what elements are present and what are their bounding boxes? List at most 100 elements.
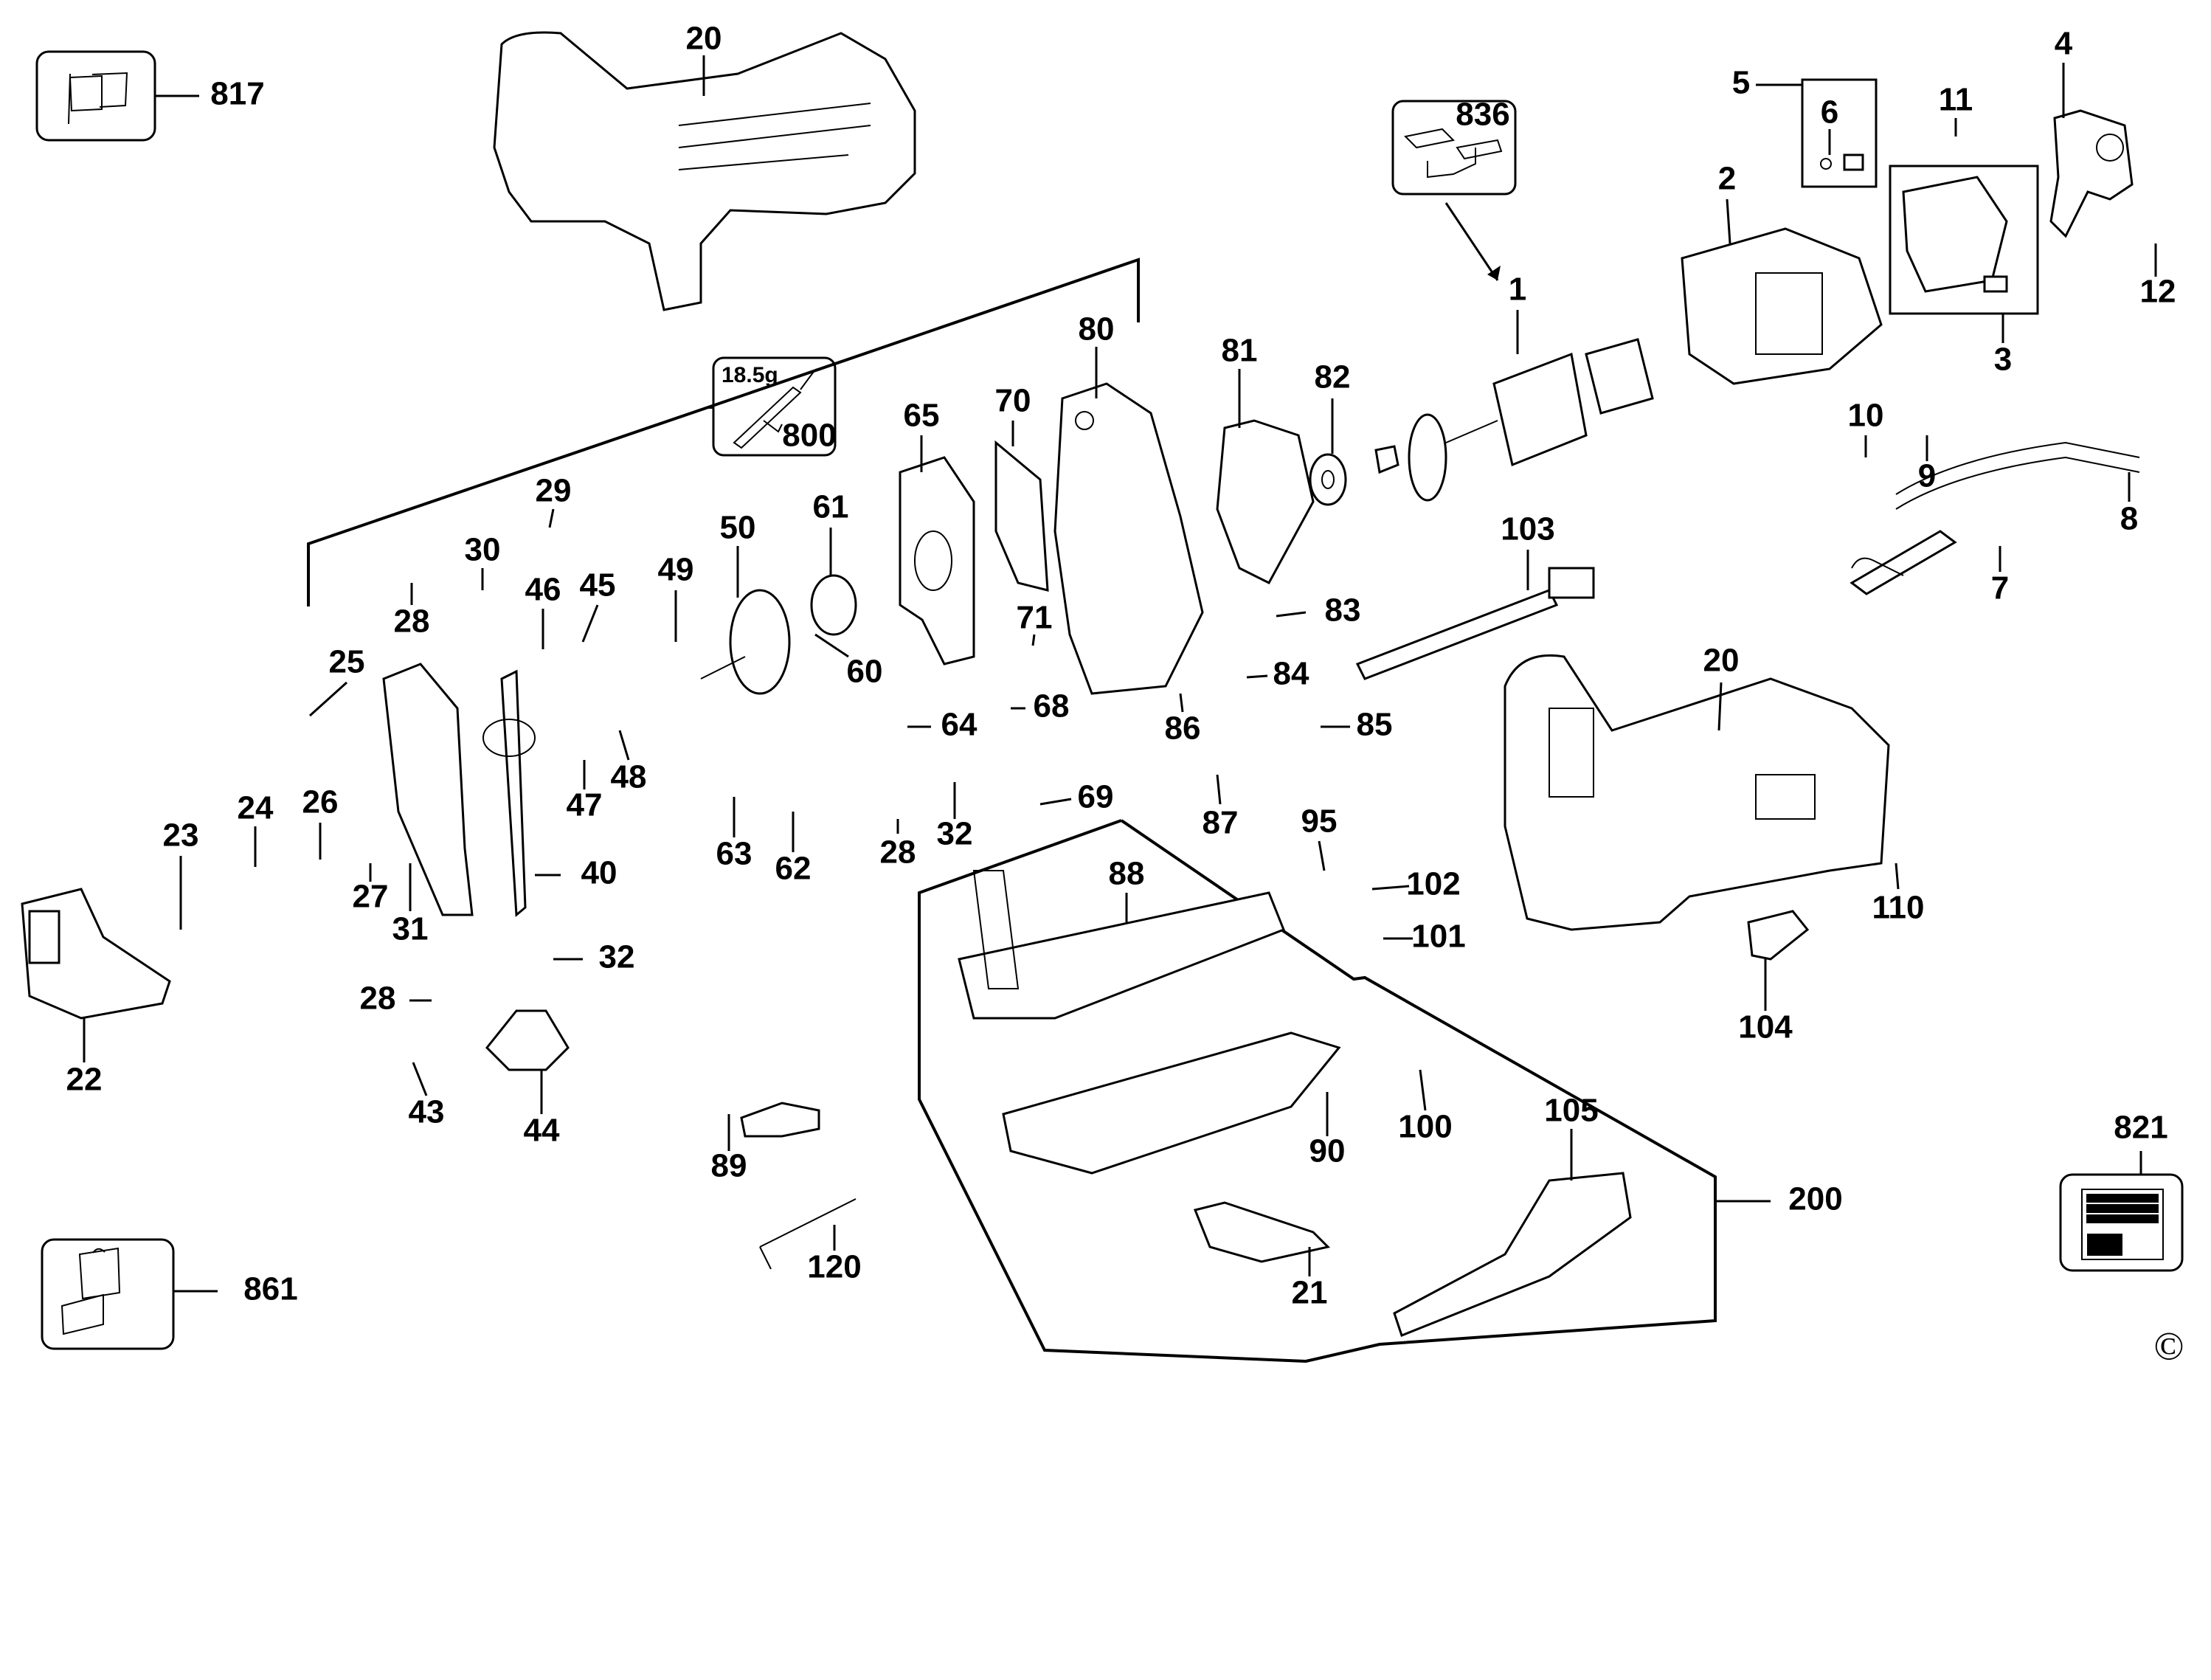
part-label-20: 20 [1703, 643, 1740, 679]
hex-key-part-120 [759, 1198, 857, 1270]
part-label-71: 71 [1017, 600, 1053, 636]
kit-box-817 [35, 50, 199, 142]
part-label-86: 86 [1165, 711, 1201, 747]
part-label-30: 30 [465, 532, 501, 568]
part-label-85: 85 [1357, 707, 1393, 743]
part-label-87: 87 [1203, 805, 1239, 841]
dust-extractor-part-105 [1393, 1172, 1632, 1337]
part-label-43: 43 [409, 1094, 445, 1130]
part-label-82: 82 [1315, 359, 1351, 395]
brush-set-box-part-5 [1801, 78, 1878, 188]
part-label-861: 861 [243, 1271, 297, 1307]
part-label-48: 48 [611, 759, 647, 795]
leader-line-69 [1039, 798, 1072, 806]
leader-line-83 [1276, 611, 1307, 618]
gear-part-50 [700, 589, 791, 695]
part-label-81: 81 [1222, 333, 1258, 369]
leader-line-84 [1246, 674, 1268, 679]
part-label-120: 120 [807, 1249, 861, 1285]
part-label-101: 101 [1411, 919, 1465, 955]
part-label-7: 7 [1991, 570, 2009, 606]
part-label-103: 103 [1501, 511, 1554, 547]
leader-line-110 [1895, 863, 1900, 890]
part-label-4: 4 [2055, 26, 2073, 62]
part-label-817: 817 [210, 76, 264, 112]
part-label-68: 68 [1034, 688, 1070, 725]
leader-line-100 [1419, 1069, 1427, 1111]
part-label-26: 26 [302, 784, 339, 820]
part-label-821: 821 [2114, 1110, 2167, 1146]
part-label-110: 110 [1872, 890, 1925, 926]
fan-baffle-part-81 [1216, 419, 1315, 584]
part-label-23: 23 [163, 817, 199, 854]
part-label-63: 63 [716, 836, 752, 872]
shoe-base-part-90 [1002, 1031, 1341, 1175]
part-label-28: 28 [880, 834, 916, 871]
cord-part-8 [1895, 441, 2140, 510]
field-part-2 [1681, 227, 1883, 385]
gear-assembly-bracket [307, 257, 1140, 606]
part-label-28: 28 [394, 604, 430, 640]
bearing-part-82 [1309, 453, 1347, 506]
part-label-1: 1 [1509, 272, 1526, 308]
part-label-5: 5 [1732, 65, 1750, 101]
plunger-part-40 [482, 669, 536, 918]
kit-box-821 [2059, 1151, 2184, 1272]
lever-part-89 [740, 1102, 820, 1138]
housing-half-left-part-20-top [493, 31, 916, 311]
eccentric-part-61 [810, 574, 857, 636]
part-label-40: 40 [581, 855, 617, 891]
part-label-89: 89 [711, 1148, 747, 1184]
part-label-20: 20 [686, 21, 722, 57]
part-label-50: 50 [720, 510, 756, 546]
blade-holder-part-103 [1355, 567, 1595, 680]
leader-line-45 [581, 604, 599, 643]
brush-holder-part-3 [1889, 165, 2039, 315]
clip-part-21 [1193, 1201, 1330, 1263]
leader-line-2 [1726, 198, 1731, 244]
knob-part-104 [1747, 910, 1810, 961]
leader-line-71 [1031, 634, 1036, 646]
part-label-32: 32 [599, 939, 635, 975]
part-label-69: 69 [1078, 779, 1114, 815]
kit-box-836 [1391, 100, 1517, 281]
part-label-11: 11 [1939, 82, 1973, 118]
leader-line-20 [1717, 682, 1723, 731]
flag-icon [68, 72, 128, 125]
leader-line-25 [308, 681, 348, 717]
part-label-45: 45 [580, 567, 616, 604]
part-label-3: 3 [1994, 342, 2012, 378]
part-label-12: 12 [2140, 274, 2176, 310]
part-label-105: 105 [1544, 1093, 1598, 1129]
leader-line-95 [1318, 840, 1326, 871]
armature-part-1 [1374, 338, 1654, 502]
plunger-guide-part-31 [382, 663, 474, 916]
part-label-31: 31 [392, 911, 429, 947]
part-label-29: 29 [536, 473, 572, 509]
part-label-88: 88 [1109, 856, 1145, 892]
gasket-part-70 [994, 440, 1049, 592]
part-label-836: 836 [1456, 97, 1509, 133]
part-label-44: 44 [524, 1113, 560, 1149]
part-label-60: 60 [847, 654, 883, 690]
part-label-80: 80 [1079, 311, 1115, 348]
part-label-200: 200 [1788, 1181, 1842, 1217]
part-label-6: 6 [1821, 94, 1838, 131]
part-label-24: 24 [238, 790, 274, 826]
part-label-32: 32 [937, 816, 973, 852]
leader-line-48 [618, 730, 630, 761]
housing-half-right-part-20 [1504, 654, 1890, 931]
switch-part-4 [2049, 109, 2134, 238]
part-label-10: 10 [1848, 398, 1884, 434]
base-kit-200-boundary [918, 819, 1771, 1363]
part-label-46: 46 [525, 572, 561, 608]
part-label-800: 800 [782, 418, 836, 454]
part-label-61: 61 [813, 489, 849, 525]
part-label-100: 100 [1398, 1109, 1452, 1145]
part-label-84: 84 [1273, 656, 1309, 692]
gearbox-part-80 [1053, 382, 1204, 695]
blade-clamp-part-44 [485, 1009, 570, 1071]
label-plate-icon [2081, 1189, 2164, 1260]
